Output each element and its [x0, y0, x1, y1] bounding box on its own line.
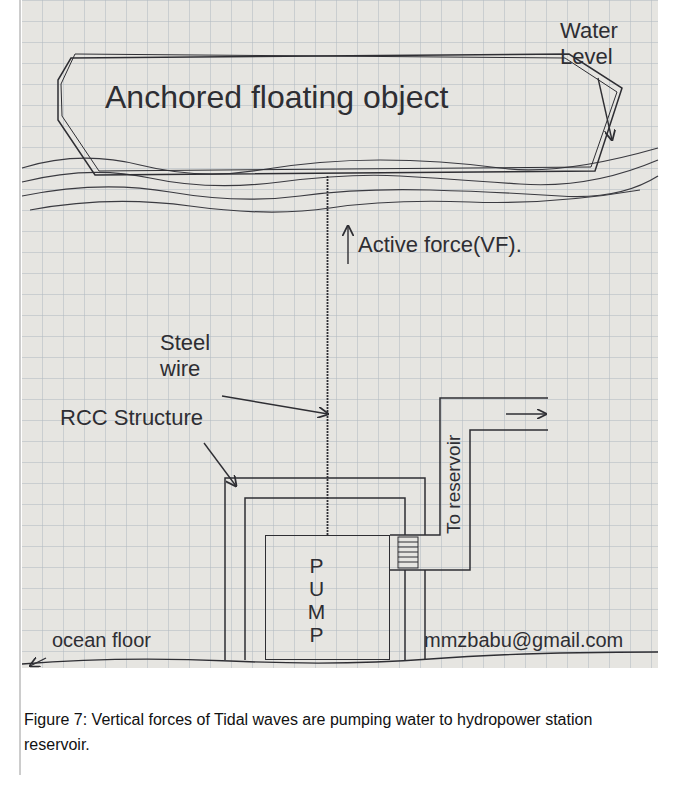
paper-ground: [22, 0, 658, 668]
floating-object: Anchored floating object: [55, 50, 625, 180]
wave-line: [22, 148, 658, 174]
rcc-outer-wall: [225, 478, 425, 660]
water-level-label: Water Level: [560, 18, 650, 71]
ocean-floor-line: [22, 652, 658, 664]
valve-body: [398, 537, 418, 568]
wave-line: [30, 190, 640, 212]
valve-hatch: [398, 562, 418, 563]
valve-symbol: [398, 537, 418, 568]
force-label: Active force(VF).: [358, 232, 522, 258]
float-outline-stroke: [58, 54, 622, 175]
pipe-wall: [390, 398, 548, 535]
rcc-structure: [225, 478, 425, 660]
steel-wire-label: Steel wire: [160, 330, 240, 383]
rcc-inner-wall: [245, 498, 405, 660]
force-arrow: [347, 226, 348, 264]
float-outline-sketch: [61, 54, 617, 171]
node-title: Anchored floating object: [105, 78, 448, 116]
flow-arrow: [506, 413, 546, 414]
figure-caption: Figure 7: Vertical forces of Tidal waves…: [24, 708, 654, 758]
valve-hatch: [398, 557, 418, 558]
valve-hatch: [398, 552, 418, 553]
graph-grid: [22, 0, 658, 668]
valve-hatch: [398, 542, 418, 543]
valve-hatch: [398, 547, 418, 548]
ocean-floor-label: ocean floor: [52, 628, 151, 652]
pump-text: PUMP: [306, 554, 327, 646]
steel-wire: [327, 176, 329, 535]
leader-line: [30, 658, 46, 666]
pipe-wall: [390, 430, 548, 570]
frame-line: [20, 0, 21, 775]
water-waves: [22, 148, 658, 212]
rcc-label: RCC Structure: [60, 405, 203, 431]
wave-line: [22, 176, 658, 199]
leader-line: [204, 443, 236, 486]
email-watermark: mmzbabu@gmail.com: [424, 628, 623, 652]
pipe-label: To reservoir: [444, 434, 467, 533]
leader-line: [222, 396, 328, 414]
outlet-pipe: [390, 398, 548, 570]
pump-box: PUMP: [265, 535, 390, 660]
